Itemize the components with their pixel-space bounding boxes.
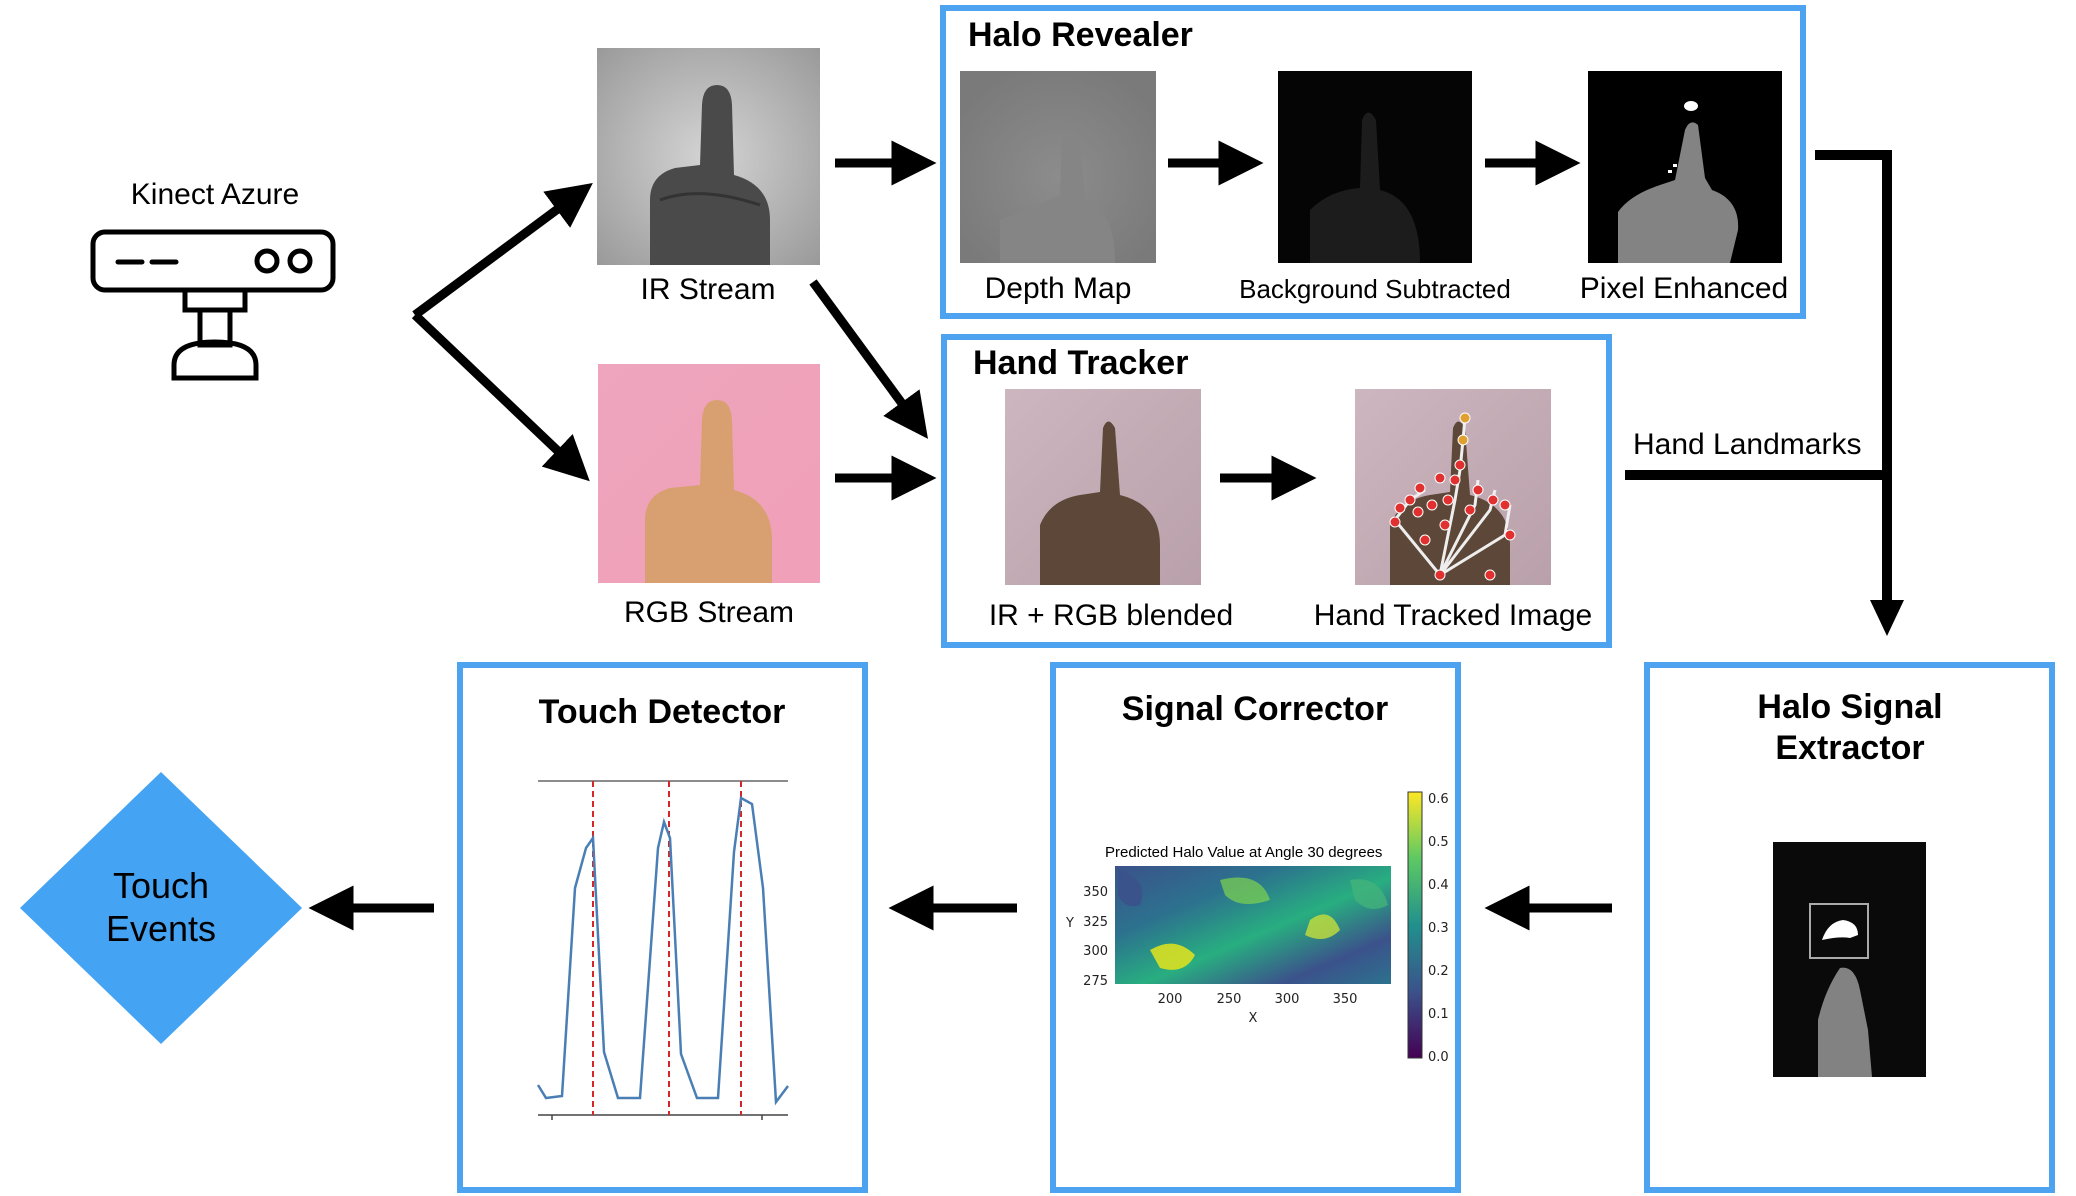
touch-events-line1: Touch [113, 865, 209, 906]
halo-revealer-box: Halo Revealer Depth Map Background Subtr… [940, 5, 1806, 319]
background-subtracted-image [1278, 71, 1472, 263]
kinect-azure-node: Kinect Azure [90, 178, 336, 381]
pixel-enhanced-image [1588, 71, 1782, 263]
cbar-tick-5: 0.1 [1428, 1007, 1449, 1022]
halo-heatmap: Predicted Halo Value at Angle 30 degrees… [1065, 791, 1449, 1065]
heatmap-y-ticks: 350 325 300 275 [1083, 885, 1108, 989]
hand-tracked-image [1355, 389, 1551, 585]
landmarks-connector: Hand Landmarks [1625, 150, 1904, 636]
y-tick-300: 300 [1083, 944, 1108, 959]
depth-map-image [960, 71, 1156, 263]
ir-stream-image [597, 48, 820, 265]
cbar-tick-2: 0.4 [1428, 878, 1449, 893]
x-tick-250: 250 [1217, 992, 1242, 1007]
ir-stream-label: IR Stream [640, 273, 775, 306]
signal-corrector-box: Signal Corrector Predicted Halo Value at… [1050, 662, 1461, 1193]
halo-signal-extractor-title-line1: Halo Signal [1757, 688, 1942, 726]
background-subtracted-label: Background Subtracted [1239, 274, 1511, 304]
kinect-azure-label: Kinect Azure [131, 178, 299, 211]
cbar-tick-4: 0.2 [1428, 964, 1449, 979]
colorbar-ticks: 0.6 0.5 0.4 0.3 0.2 0.1 0.0 [1428, 792, 1449, 1065]
rgb-stream-label: RGB Stream [624, 596, 794, 629]
touch-events-diamond [20, 772, 302, 1044]
hand-tracker-box: Hand Tracker IR + RGB blended [941, 334, 1612, 648]
touch-signal-plot [536, 780, 789, 1120]
halo-signal-extractor-box: Halo Signal Extractor [1644, 662, 2055, 1193]
heatmap-colorbar [1407, 791, 1423, 1059]
halo-crop-image [1773, 842, 1926, 1077]
touch-events-node: Touch Events [20, 772, 302, 1044]
heatmap-y-label: Y [1065, 916, 1074, 931]
split-arrows [411, 182, 593, 482]
ir-stream-node: IR Stream [597, 48, 820, 306]
halo-revealer-title: Halo Revealer [968, 16, 1193, 54]
ir-rgb-blended-label: IR + RGB blended [989, 599, 1233, 632]
cbar-tick-3: 0.3 [1428, 921, 1449, 936]
touch-signal-line [536, 796, 789, 1106]
y-tick-325: 325 [1083, 915, 1108, 930]
x-tick-350: 350 [1333, 992, 1358, 1007]
heatmap-x-label: X [1249, 1011, 1258, 1026]
rgb-stream-image [598, 364, 820, 583]
x-tick-300: 300 [1275, 992, 1300, 1007]
y-tick-350: 350 [1083, 885, 1108, 900]
heatmap-title: Predicted Halo Value at Angle 30 degrees [1105, 844, 1382, 861]
camera-sensor-icon [90, 229, 336, 381]
touch-events-line2: Events [106, 908, 216, 949]
depth-map-label: Depth Map [985, 272, 1132, 305]
x-tick-200: 200 [1158, 992, 1183, 1007]
hand-tracked-image-label: Hand Tracked Image [1314, 599, 1592, 632]
y-tick-275: 275 [1083, 974, 1108, 989]
pixel-enhanced-label: Pixel Enhanced [1580, 272, 1788, 305]
cbar-tick-1: 0.5 [1428, 835, 1449, 850]
ir-rgb-blended-image [1005, 389, 1201, 585]
rgb-stream-node: RGB Stream [598, 364, 820, 629]
halo-signal-extractor-title-line2: Extractor [1775, 729, 1924, 767]
touch-detector-box: Touch Detector [457, 662, 868, 1193]
signal-corrector-title: Signal Corrector [1122, 690, 1388, 728]
cbar-tick-6: 0.0 [1428, 1050, 1449, 1065]
cbar-tick-0: 0.6 [1428, 792, 1449, 807]
hand-tracker-title: Hand Tracker [973, 344, 1188, 382]
hand-landmark-points [1389, 412, 1516, 581]
hand-landmarks-label: Hand Landmarks [1633, 428, 1861, 461]
heatmap-x-ticks: 200 250 300 350 [1158, 992, 1358, 1007]
touch-detector-title: Touch Detector [539, 693, 786, 731]
stream-arrows [809, 140, 937, 501]
